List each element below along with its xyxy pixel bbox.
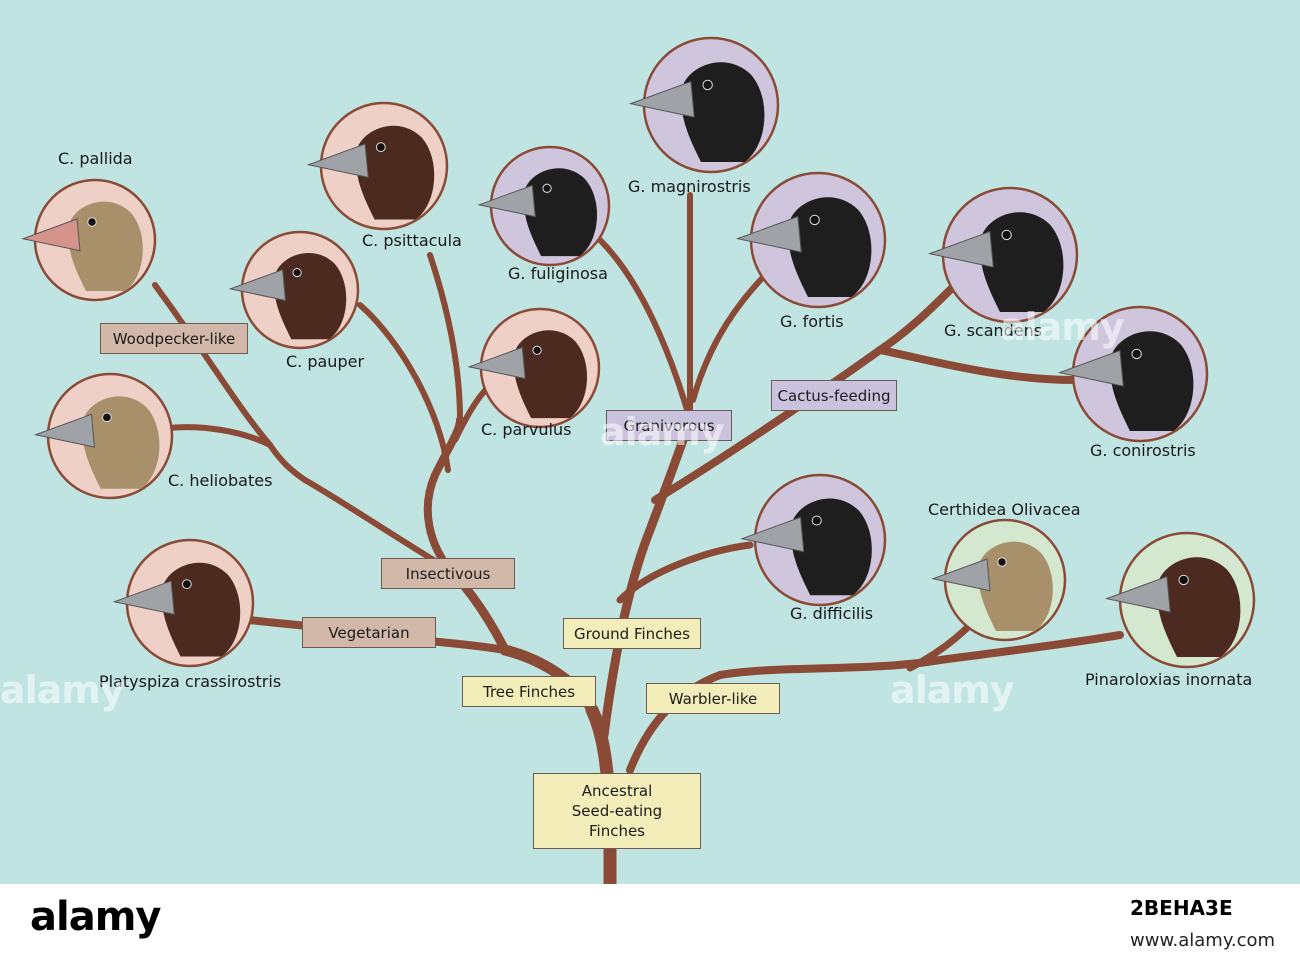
bird-g-scandens-icon [927, 186, 1079, 324]
g-difficilis-branch [616, 541, 754, 604]
label-g-difficilis: G. difficilis [790, 604, 874, 623]
image-id: 2BEHA3E [1130, 896, 1233, 920]
cactus-branch [651, 281, 959, 504]
label-c-psittacula: C. psittacula [362, 231, 462, 250]
label-g-fuliginosa: G. fuliginosa [508, 264, 608, 283]
bird-c-heliobates-icon [33, 372, 174, 500]
ground-finches-box: Ground Finches [563, 618, 701, 649]
watermark-left: alamy [0, 668, 125, 712]
c-pauper-branch [357, 302, 451, 473]
g-fortis-branch [690, 267, 773, 403]
label-certhidea: Certhidea Olivacea [928, 500, 1081, 519]
footer-url: www.alamy.com [1130, 930, 1276, 951]
ground-finches-branch [599, 415, 695, 740]
root-line-1: Ancestral [581, 782, 653, 800]
tree-finches-box: Tree Finches [462, 676, 596, 707]
cactus-feeding-box: Cactus-feeding [771, 380, 897, 411]
root-box: Ancestral Seed-eating Finches [533, 773, 701, 849]
woodpecker-like-box: Woodpecker-like [100, 323, 248, 354]
bird-pinaroloxias-icon [1104, 531, 1256, 669]
label-pinaroloxias: Pinaroloxias inornata [1085, 670, 1253, 689]
granivorous-box: Granivorous [606, 410, 732, 441]
bird-g-magnirostris-icon [628, 36, 780, 174]
bird-g-fortis-icon [735, 171, 887, 309]
root-line-3: Finches [588, 822, 645, 840]
label-c-pallida: C. pallida [58, 149, 133, 168]
g-conirostris-branch [876, 346, 1079, 384]
root-line-2: Seed-eating [571, 802, 663, 820]
label-g-fortis: G. fortis [780, 312, 844, 331]
bird-g-difficilis-icon [740, 473, 887, 607]
vegetarian-box: Vegetarian [302, 617, 436, 648]
woodpecker-stem [267, 442, 453, 573]
label-platyspiza: Platyspiza crassirostris [99, 672, 282, 691]
warbler-like-box: Warbler-like [646, 683, 780, 714]
label-c-parvulus: C. parvulus [481, 420, 572, 439]
bird-certhidea-icon [931, 518, 1067, 642]
bird-c-pallida-icon [21, 178, 157, 302]
label-g-magnirostris: G. magnirostris [628, 177, 751, 196]
label-g-scandens: G. scandens [944, 321, 1043, 340]
watermark-right: alamy [890, 668, 1015, 712]
label-g-conirostris: G. conirostris [1090, 441, 1196, 460]
label-c-heliobates: C. heliobates [168, 471, 273, 490]
bird-g-fuliginosa-icon [477, 145, 611, 267]
alamy-logo: alamy [30, 894, 161, 940]
phylogenetic-tree [21, 36, 1256, 884]
bird-c-pauper-icon [228, 230, 360, 350]
diagram-canvas: Ancestral Seed-eating Finches Tree Finch… [0, 0, 1300, 884]
g-fuliginosa-branch [597, 237, 693, 423]
label-c-pauper: C. pauper [286, 352, 365, 371]
c-heliobates-branch [165, 424, 273, 448]
certhidea-branch [906, 621, 974, 672]
bird-c-psittacula-icon [306, 101, 449, 231]
bird-g-conirostris-icon [1057, 305, 1209, 443]
c-psittacula-branch [427, 252, 463, 423]
footer-bar [0, 884, 1300, 974]
bird-c-parvulus-icon [467, 307, 601, 429]
watermark-top-right: alamy [1000, 305, 1125, 349]
insectivous-box: Insectivous [381, 558, 515, 589]
bird-platyspiza-icon [112, 538, 255, 668]
watermark-center: alamy [600, 410, 725, 454]
